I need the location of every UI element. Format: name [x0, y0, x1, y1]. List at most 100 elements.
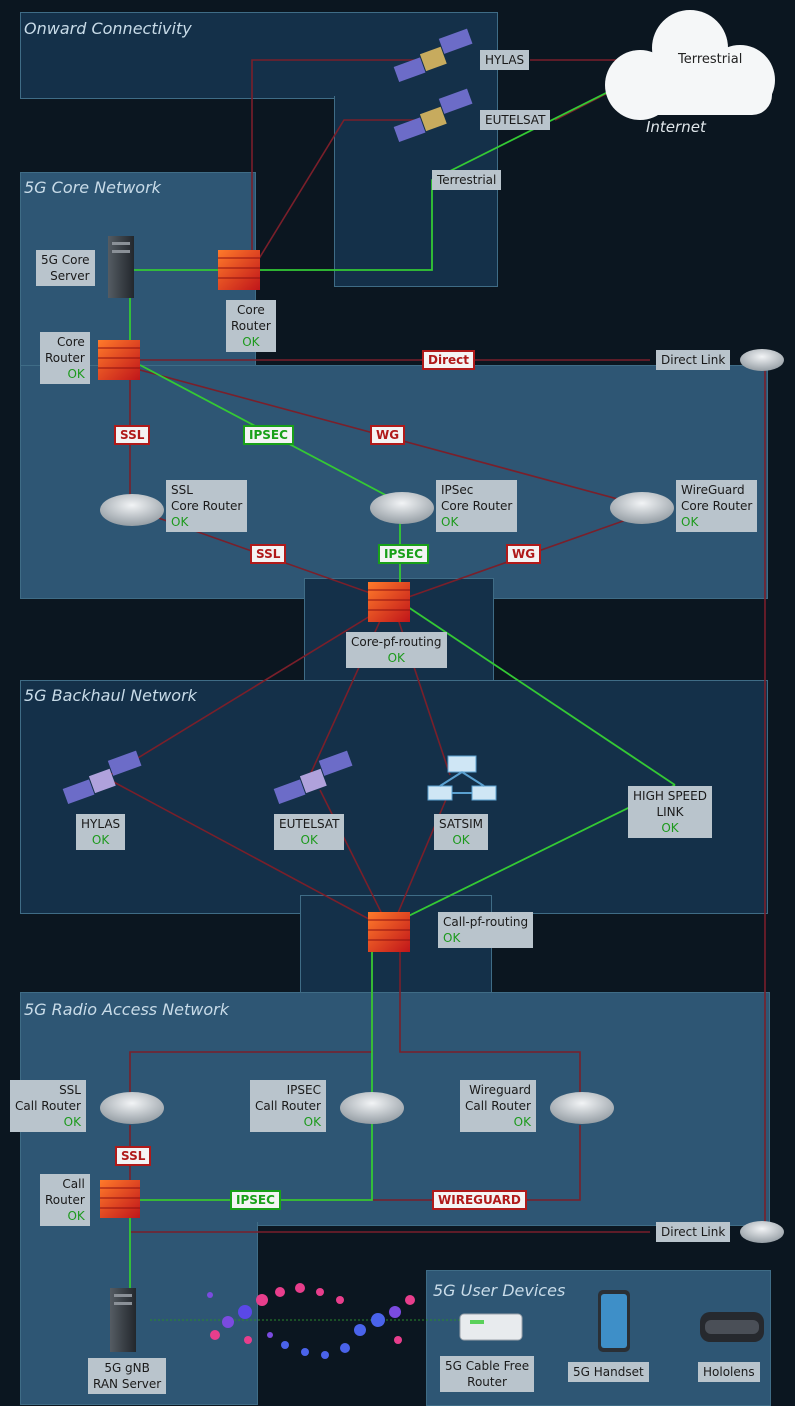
hololens-label: Hololens: [698, 1362, 760, 1382]
tag-ran-ipsec: IPSEC: [230, 1190, 281, 1210]
internet-label: Internet: [646, 118, 706, 136]
core-pf-routing-name: Core-pf-routing: [351, 635, 442, 649]
zone-title-ran: 5G Radio Access Network: [24, 1000, 230, 1019]
router-icon: [370, 492, 434, 524]
core-router-name1: Core: [57, 335, 85, 349]
ipsec-call-router-status: OK: [303, 1115, 321, 1129]
server-icon: [108, 236, 134, 298]
core-server-line1: 5G Core: [41, 253, 90, 267]
wg-call-router-name2: Call Router: [465, 1099, 531, 1113]
core-direct-link-label: Direct Link: [656, 350, 731, 370]
backhaul-hylas-label: HYLAS OK: [76, 814, 126, 850]
link-eutelsat-callpf: [319, 789, 386, 921]
cable-router-label: 5G Cable Free Router: [440, 1356, 535, 1392]
onward-hylas-label: HYLAS: [480, 50, 530, 70]
link-wireguard-call: [140, 1125, 581, 1201]
ssl-call-router-name1: SSL: [59, 1083, 81, 1097]
ssl-call-router-label: SSL Call Router OK: [10, 1080, 86, 1132]
core-edge-router-label: Core Router OK: [226, 300, 276, 352]
link-callpf-wg: [399, 930, 581, 1108]
backhaul-satsim-label: SATSIM OK: [434, 814, 488, 850]
ipsec-core-router-label: IPSec Core Router OK: [436, 480, 518, 532]
firewall-icon: [368, 912, 410, 952]
core-router-label: Core Router OK: [40, 332, 90, 384]
ipsec-call-router-name2: Call Router: [255, 1099, 321, 1113]
call-router-name1: Call: [62, 1177, 85, 1191]
tag-ipsec-upper: IPSEC: [243, 425, 294, 445]
satellite-icon: [393, 28, 473, 83]
router-icon: [740, 349, 784, 371]
ssl-core-router-name1: SSL: [171, 483, 193, 497]
cloud-icon: [605, 10, 775, 120]
wg-core-router-name2: Core Router: [681, 499, 753, 513]
link-edge-hylas: [251, 59, 420, 270]
router-icon: [100, 1092, 164, 1124]
call-pf-routing-name: Call-pf-routing: [443, 915, 529, 929]
zone-title-core: 5G Core Network: [24, 178, 161, 197]
wg-call-router-label: Wireguard Call Router OK: [460, 1080, 536, 1132]
ipsec-core-router-name2: Core Router: [441, 499, 513, 513]
ran-direct-link-label: Direct Link: [656, 1222, 731, 1242]
ssl-call-router-status: OK: [63, 1115, 81, 1129]
hololens-icon: [700, 1312, 764, 1342]
tag-wg-lower: WG: [506, 544, 542, 564]
backhaul-eutelsat-name: EUTELSAT: [279, 817, 340, 831]
cloud-terrestrial-label: Terrestrial: [678, 52, 743, 67]
call-router-status: OK: [67, 1209, 85, 1223]
radio-wave-icon: [207, 1283, 415, 1359]
cable-router-icon: [459, 1313, 523, 1341]
backhaul-eutelsat-status: OK: [300, 833, 318, 847]
handset-icon: [598, 1290, 630, 1352]
link-ipsec-call: [140, 930, 373, 1201]
firewall-icon: [368, 582, 410, 622]
firewall-icon: [218, 250, 260, 290]
link-pf-hylas: [109, 609, 381, 776]
core-edge-router-status: OK: [242, 335, 260, 349]
ssl-core-router-name2: Core Router: [171, 499, 243, 513]
ssl-call-router-name2: Call Router: [15, 1099, 81, 1113]
ssl-core-router-status: OK: [171, 515, 189, 529]
core-server-line2: Server: [50, 269, 90, 283]
ran-server-line1: 5G gNB: [104, 1361, 150, 1375]
satellite-icon: [273, 750, 353, 805]
wg-call-router-status: OK: [513, 1115, 531, 1129]
zone-title-onward: Onward Connectivity: [24, 19, 192, 38]
core-pf-routing-status: OK: [387, 651, 405, 665]
wg-core-router-name1: WireGuard: [681, 483, 745, 497]
tag-wg-upper: WG: [370, 425, 406, 445]
zone-title-user: 5G User Devices: [433, 1281, 566, 1300]
zone-title-backhaul: 5G Backhaul Network: [24, 686, 197, 705]
server-icon: [110, 1288, 136, 1352]
handset-label: 5G Handset: [568, 1362, 649, 1382]
wg-core-router-status: OK: [681, 515, 699, 529]
tag-ssl-lower: SSL: [250, 544, 287, 564]
ipsec-call-router-name1: IPSEC: [286, 1083, 321, 1097]
core-router-name2: Router: [45, 351, 85, 365]
link-satsim-callpf: [394, 789, 451, 921]
call-router-name2: Router: [45, 1193, 85, 1207]
firewall-icon: [100, 1180, 140, 1218]
backhaul-highspeed-name1: HIGH SPEED: [633, 789, 707, 803]
router-icon: [740, 1221, 784, 1243]
tag-ran-wireguard: WIREGUARD: [432, 1190, 527, 1210]
wg-call-router-name1: Wireguard: [469, 1083, 531, 1097]
tag-direct: Direct: [422, 350, 475, 370]
backhaul-highspeed-status: OK: [661, 821, 679, 835]
cable-router-line1: 5G Cable Free: [445, 1359, 530, 1373]
core-edge-router-name2: Router: [231, 319, 271, 333]
router-icon: [550, 1092, 614, 1124]
core-pf-routing-label: Core-pf-routing OK: [346, 632, 447, 668]
green-links: [129, 59, 676, 1290]
ipsec-call-router-label: IPSEC Call Router OK: [250, 1080, 326, 1132]
backhaul-highspeed-label: HIGH SPEED LINK OK: [628, 786, 712, 838]
core-edge-router-name1: Core: [237, 303, 265, 317]
link-hylas-callpf: [109, 779, 381, 926]
backhaul-eutelsat-label: EUTELSAT OK: [274, 814, 345, 850]
cable-router-line2: Router: [467, 1375, 507, 1389]
link-pf-highspeed: [404, 604, 676, 786]
zone-onward-connectivity: [20, 12, 498, 99]
satsim-icon: [427, 755, 497, 801]
call-pf-routing-label: Call-pf-routing OK: [438, 912, 534, 948]
wg-core-router-label: WireGuard Core Router OK: [676, 480, 758, 532]
